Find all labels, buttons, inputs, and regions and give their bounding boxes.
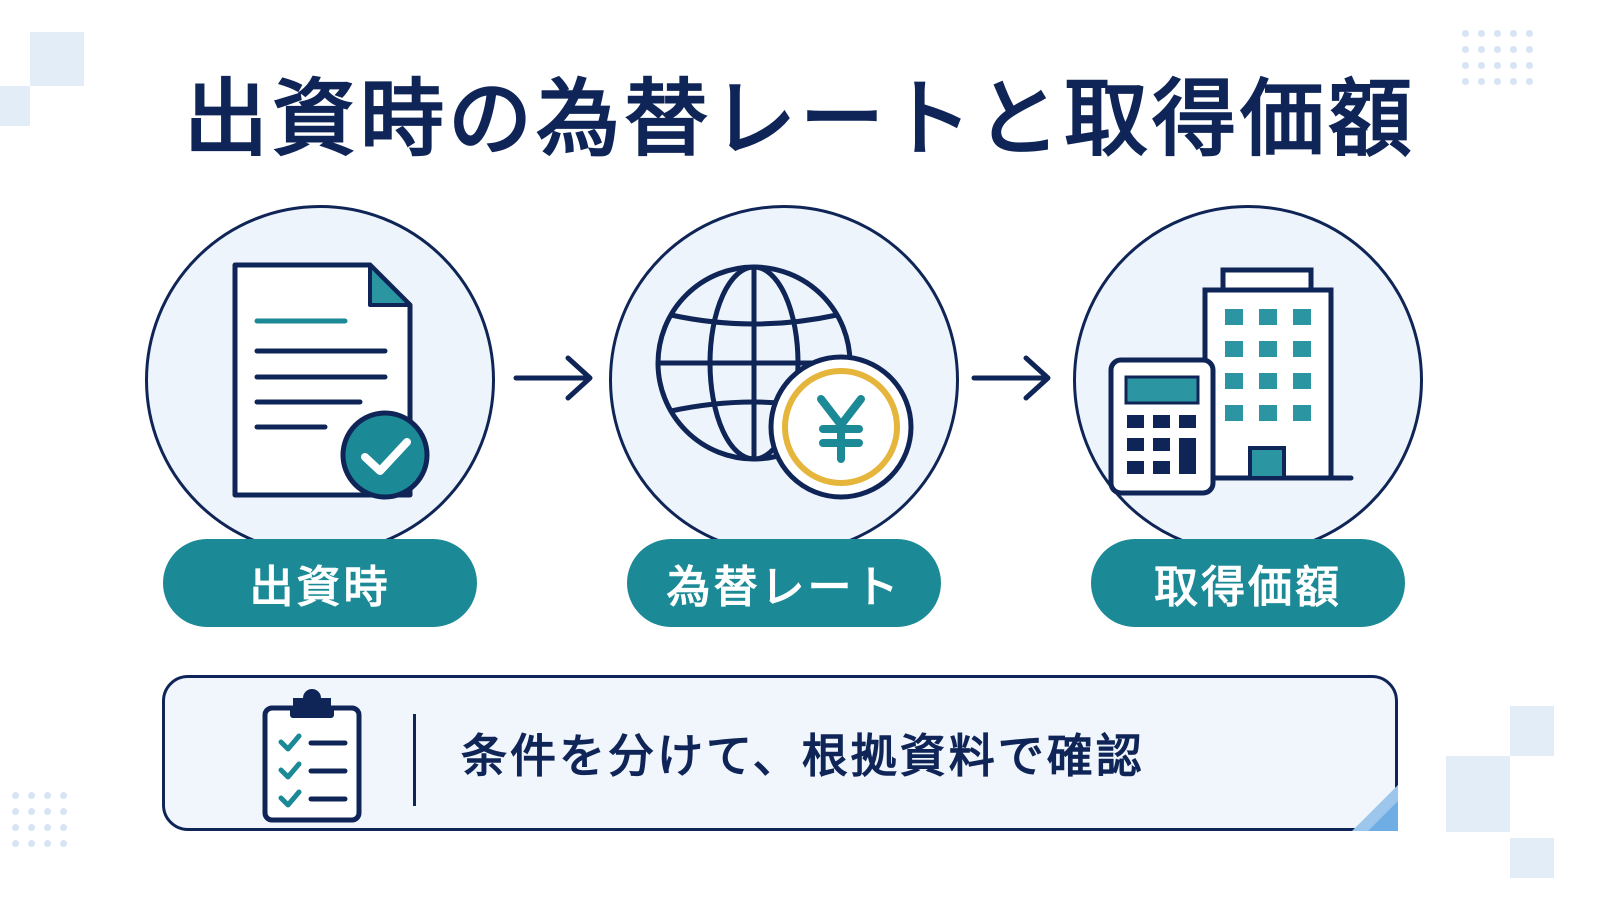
note-text: 条件を分けて、根拠資料で確認 xyxy=(461,729,1145,783)
summary-note: 条件を分けて、根拠資料で確認 xyxy=(162,675,1398,831)
page-title: 出資時の為替レートと取得価額 xyxy=(183,70,1416,168)
note-divider xyxy=(413,714,416,806)
decor-dots-bottom-left xyxy=(12,792,67,847)
arrow-right-icon xyxy=(971,355,1051,401)
calculator-building-icon xyxy=(1108,267,1354,496)
step-exchange-rate: 為替レート xyxy=(609,205,959,630)
decor-dots-top-right xyxy=(1462,30,1533,85)
document-check-icon xyxy=(232,262,430,500)
arrow-right-icon xyxy=(513,355,593,401)
step-label: 出資時 xyxy=(163,539,477,627)
step-label: 取得価額 xyxy=(1091,539,1405,627)
corner-fold xyxy=(1352,785,1398,831)
clipboard-checklist-icon xyxy=(262,689,362,823)
step-contribution-time: 出資時 xyxy=(145,205,495,630)
step-circle xyxy=(609,205,959,555)
globe-yen-icon xyxy=(655,264,914,500)
step-acquisition-cost: 取得価額 xyxy=(1073,205,1423,630)
step-label: 為替レート xyxy=(627,539,941,627)
